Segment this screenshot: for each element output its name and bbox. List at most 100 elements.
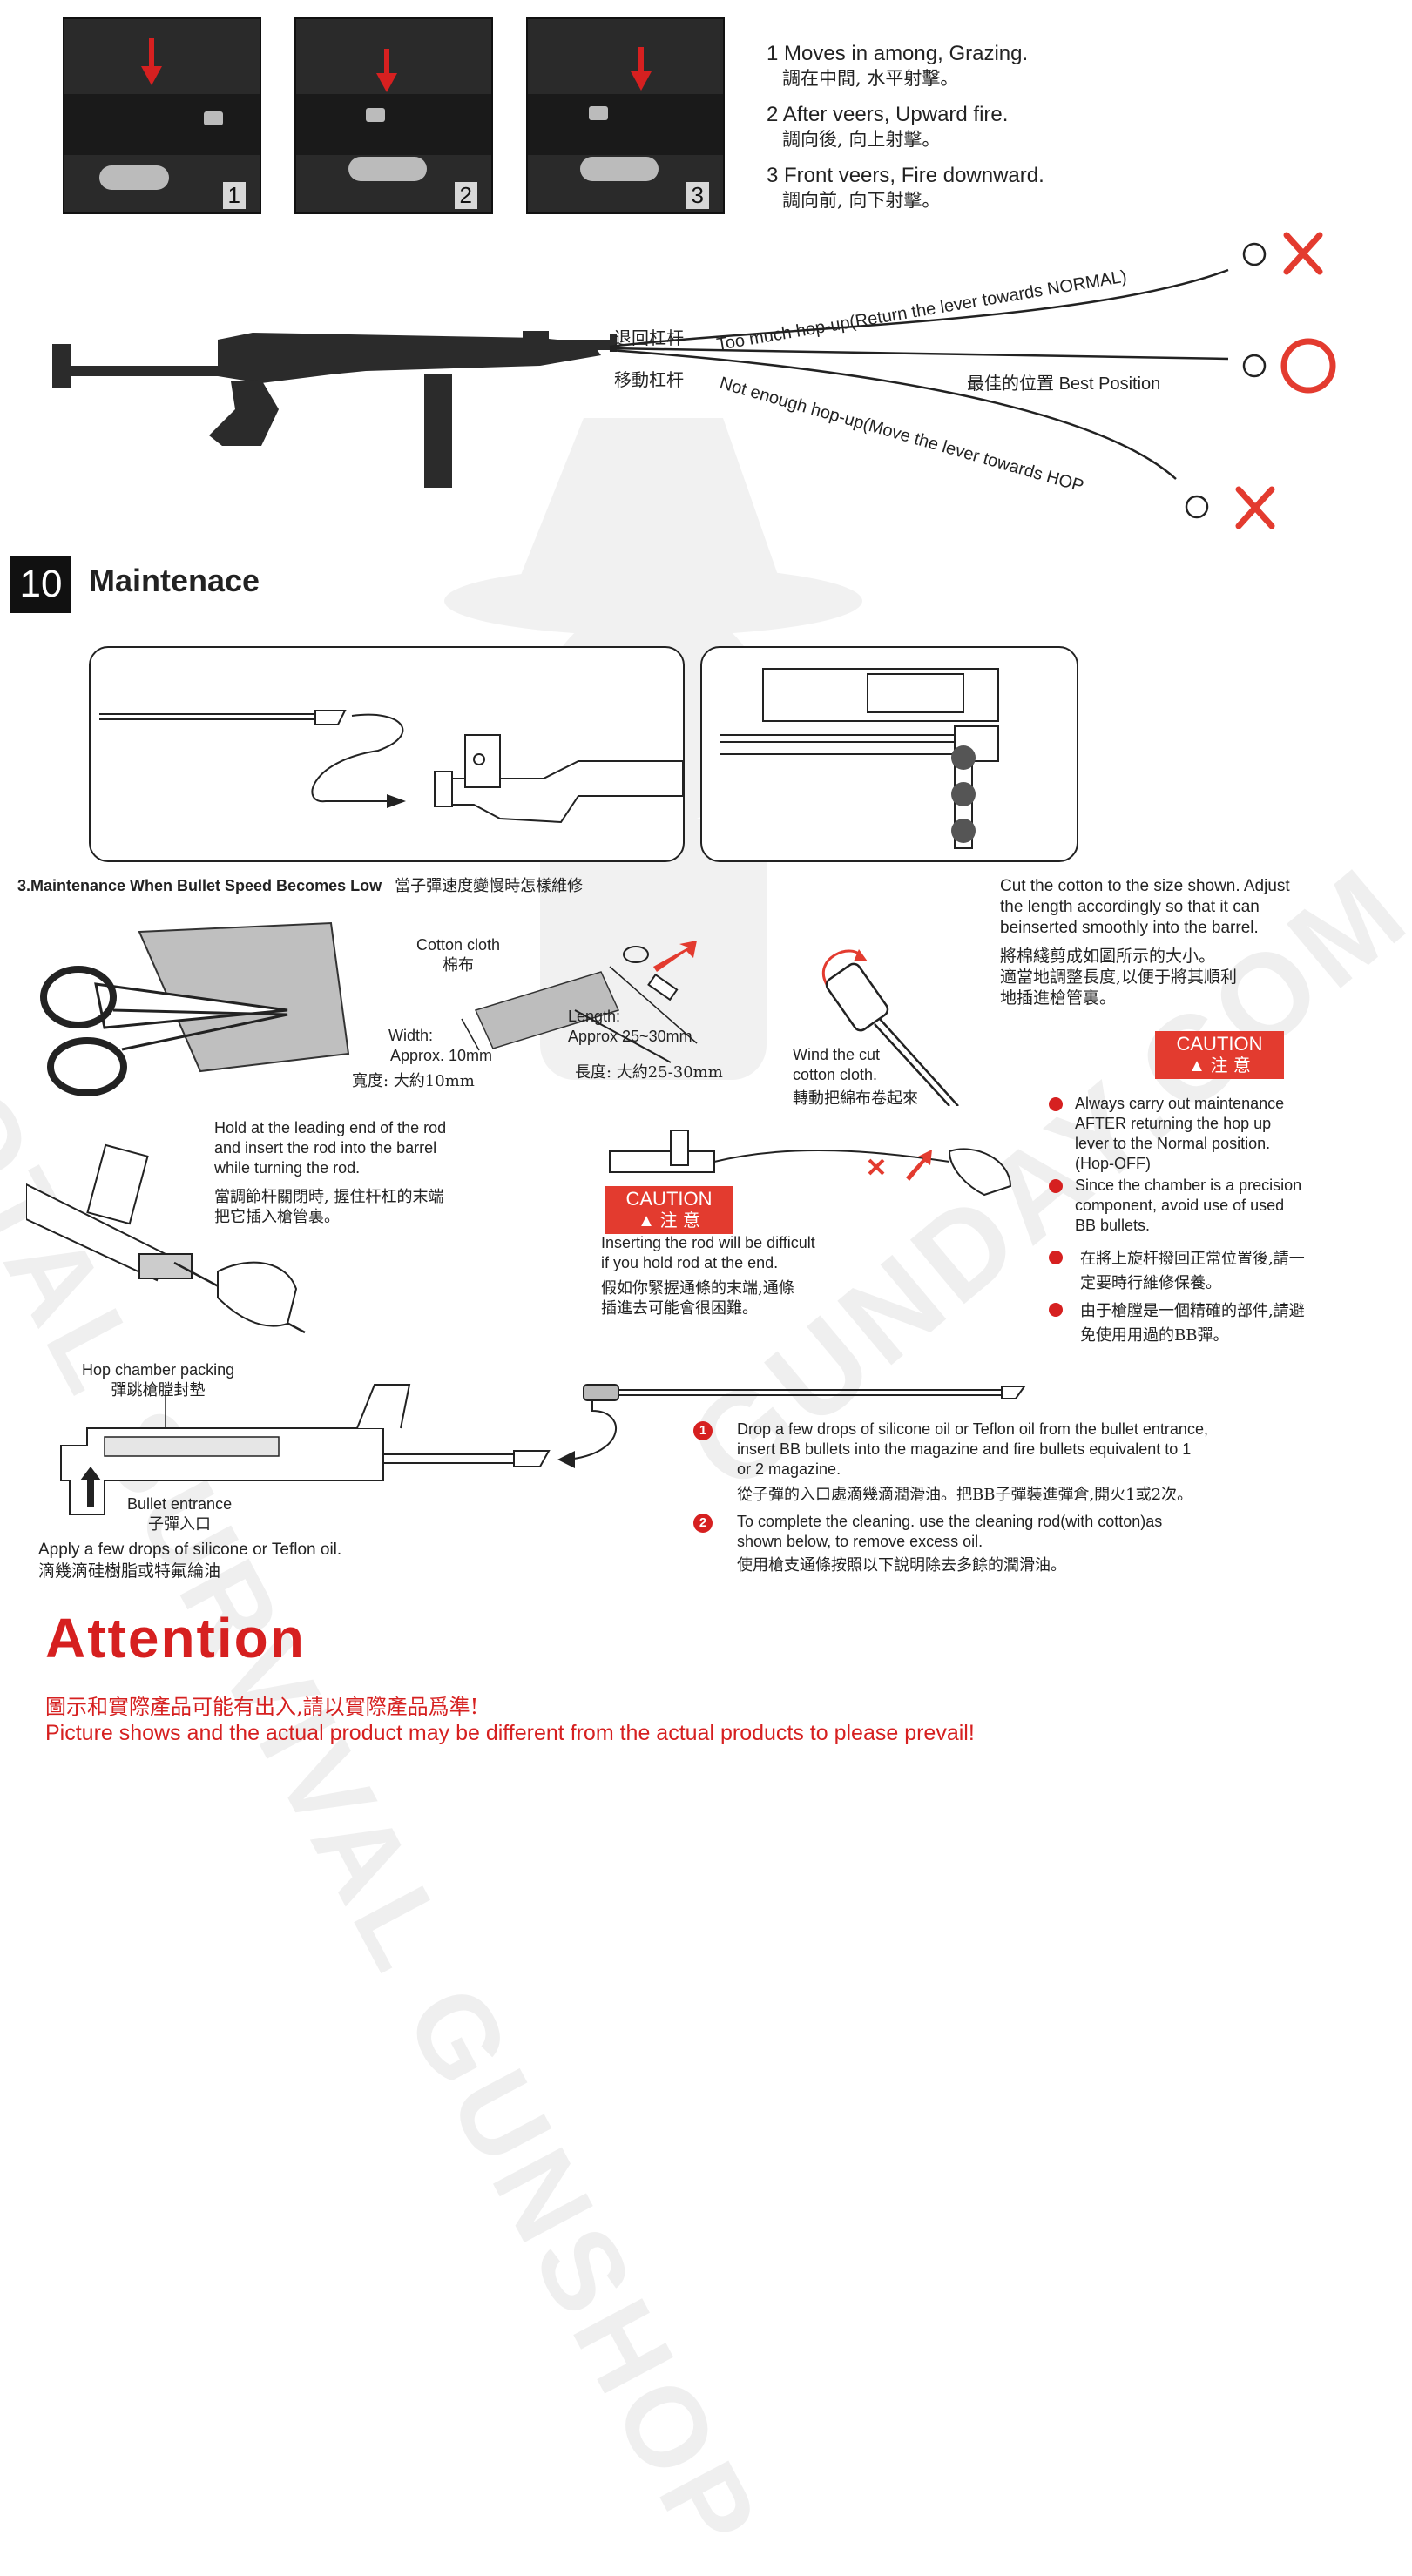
- width-en-2: Approx. 10mm: [390, 1047, 493, 1064]
- hop-chamber-en: Hop chamber packing: [82, 1361, 235, 1379]
- caution-item-line: 免使用用過的BB彈。: [1080, 1326, 1229, 1345]
- step-zh: 調向後, 向上射擊。: [782, 129, 941, 150]
- cotton-strip-icon: [474, 971, 620, 1049]
- caution-item-line: Since the chamber is a precision: [1075, 1177, 1302, 1194]
- attention-en: Picture shows and the actual product may…: [45, 1721, 975, 1745]
- caution-zh-row: ▲ 注 意: [1165, 1055, 1274, 1076]
- bullet-entrance-en: Bullet entrance: [127, 1495, 233, 1513]
- attention-zh: 圖示和實際產品可能有出入,請以實際產品爲準!: [45, 1695, 479, 1719]
- wind-en-1: Wind the cut: [793, 1046, 881, 1063]
- rolled-cotton-icon: [825, 962, 889, 1032]
- cross-mark-icon: [868, 1158, 885, 1176]
- cotton-cloth-en: Cotton cloth: [416, 936, 501, 954]
- caution-item-line: (Hop-OFF): [1075, 1155, 1151, 1172]
- cut-en-1: Cut the cotton to the size shown. Adjust: [1000, 877, 1290, 895]
- hop-up-trajectory-diagram: [52, 232, 1336, 529]
- photo-number: 1: [222, 182, 246, 209]
- chamber-panel: [700, 646, 1078, 862]
- hold-en-2: and insert the rod into the barrel: [214, 1139, 437, 1157]
- maintenance-low-speed-heading: 3.Maintenance When Bullet Speed Becomes …: [17, 876, 583, 896]
- step-zh: 使用槍支通條按照以下說明除去多餘的潤滑油。: [737, 1556, 1066, 1575]
- caution-item-line: 定要時行維修保養。: [1080, 1274, 1221, 1292]
- caution-bullet: [1049, 1303, 1063, 1317]
- step-zh: 調在中間, 水平射擊。: [782, 68, 959, 89]
- best-position-zh: 最佳的位置: [967, 373, 1054, 394]
- oil-step-1: Drop a few drops of silicone oil or Tefl…: [737, 1419, 1208, 1505]
- warning-icon: ▲: [1188, 1056, 1206, 1076]
- adjust-photo-3: 3: [526, 17, 725, 214]
- apply-en: Apply a few drops of silicone or Teflon …: [38, 1541, 342, 1559]
- aim-circle-icon: [1242, 354, 1267, 378]
- caution-en: CAUTION: [625, 1188, 713, 1210]
- length-en-2: Approx 25~30mm: [568, 1028, 692, 1045]
- section-number: 10: [10, 556, 71, 613]
- cut-en-3: beinserted smoothly into the barrel.: [1000, 919, 1259, 937]
- oil-step-2: To complete the cleaning. use the cleani…: [737, 1512, 1162, 1575]
- inserting-zh-1: 假如你緊握通條的末端,通條: [601, 1279, 794, 1298]
- hold-rod-instructions: Hold at the leading end of the rod and i…: [214, 1118, 446, 1227]
- width-zh: 寬度: 大約10mm: [352, 1072, 475, 1090]
- apply-zh: 滴幾滴硅樹脂或特氟綸油: [38, 1561, 221, 1581]
- caution-item-line: Always carry out maintenance: [1075, 1095, 1285, 1112]
- scissors-cotton-illustration: [40, 921, 350, 1096]
- up-arrow-icon: [80, 1467, 101, 1507]
- inserting-caution-text: Inserting the rod will be difficult if y…: [601, 1233, 815, 1318]
- step-number-badge: 1: [693, 1421, 713, 1440]
- heading-en: 3.Maintenance When Bullet Speed Becomes …: [17, 877, 382, 894]
- wind-zh: 轉動把綿布卷起來: [793, 1089, 918, 1108]
- rifle-rod-insertion-illustration: [26, 1143, 306, 1334]
- step-line: or 2 magazine.: [737, 1460, 841, 1478]
- best-position-label: 最佳的位置 Best Position: [967, 373, 1160, 394]
- caution-bullet: [1049, 1251, 1063, 1264]
- cut-zh-1: 將棉綫剪成如圖所示的大小。: [1000, 947, 1216, 966]
- caution-bullet: [1049, 1097, 1063, 1111]
- bullet-entrance-zh: 子彈入口: [148, 1515, 212, 1534]
- adjust-step-3: 3 Front veers, Fire downward. 調向前, 向下射擊。: [767, 164, 1044, 212]
- caution-zh-row: ▲ 注 意: [615, 1210, 723, 1231]
- rod-grip-diagram: [609, 1130, 1012, 1197]
- cotton-strip-diagram: [461, 941, 698, 1063]
- adjust-step-2: 2 After veers, Upward fire. 調向後, 向上射擊。: [767, 103, 1008, 152]
- bullet-entrance-label: Bullet entrance 子彈入口: [127, 1494, 232, 1534]
- adjust-step-1: 1 Moves in among, Grazing. 調在中間, 水平射擊。: [767, 42, 1028, 91]
- hop-chamber-zh: 彈跳槍膛封墊: [111, 1381, 206, 1399]
- aim-circle-icon: [1185, 495, 1209, 519]
- red-arrow-icon: [906, 1150, 932, 1181]
- caution-item-line: lever to the Normal position.: [1075, 1135, 1271, 1152]
- wind-cotton-diagram: [821, 949, 959, 1106]
- step-zh: 從子彈的入口處滴幾滴潤滑油。把BB子彈裝進彈倉,開火1或2次。: [737, 1486, 1193, 1504]
- caution-item-2: Since the chamber is a precision compone…: [1075, 1176, 1301, 1236]
- cut-zh-3: 地插進槍管裏。: [1000, 988, 1117, 1008]
- photo-number: 3: [686, 182, 709, 209]
- cleaning-rod-diagram: [583, 1384, 1026, 1401]
- cut-en-2: the length accordingly so that it can: [1000, 898, 1260, 916]
- inserting-zh-2: 插進去可能會很困難。: [601, 1299, 758, 1318]
- hold-en-1: Hold at the leading end of the rod: [214, 1119, 447, 1136]
- adjust-photo-1: 1: [63, 17, 261, 214]
- hop-chamber-label: Hop chamber packing 彈跳槍膛封墊: [82, 1360, 234, 1400]
- width-label: Width: Approx. 10mm: [388, 1026, 492, 1066]
- photo-number: 2: [454, 182, 477, 209]
- caution-item-line: AFTER returning the hop up: [1075, 1115, 1272, 1132]
- move-lever-zh: 移動杠杆: [614, 369, 684, 390]
- warning-icon: ▲: [638, 1211, 655, 1231]
- caution-badge-right: CAUTION ▲ 注 意: [1155, 1031, 1284, 1079]
- step-line: To complete the cleaning. use the cleani…: [737, 1513, 1163, 1530]
- rod-insertion-diagram: [99, 710, 684, 824]
- step-line: shown below, to remove excess oil.: [737, 1533, 983, 1550]
- cotton-cloth-zh: 棉布: [443, 956, 475, 974]
- hold-zh-1: 當調節杆關閉時, 握住杆杠的末端: [214, 1188, 444, 1206]
- apply-oil-note: Apply a few drops of silicone or Teflon …: [38, 1540, 341, 1581]
- hold-en-3: while turning the rod.: [214, 1159, 361, 1177]
- circle-ok-icon: [1280, 338, 1336, 394]
- step-en: 3 Front veers, Fire downward.: [767, 164, 1044, 187]
- length-en-1: Length:: [568, 1008, 621, 1025]
- caution-item-line: BB bullets.: [1075, 1217, 1151, 1234]
- heading-zh: 當子彈速度變慢時怎樣維修: [395, 877, 584, 895]
- cross-mark-icon: [1235, 486, 1275, 529]
- step-number-badge: 2: [693, 1514, 713, 1533]
- step-en: 2 After veers, Upward fire.: [767, 103, 1009, 126]
- width-en-1: Width:: [388, 1027, 434, 1044]
- caution-zh: 注 意: [659, 1210, 700, 1231]
- inserting-en-1: Inserting the rod will be difficult: [601, 1234, 815, 1251]
